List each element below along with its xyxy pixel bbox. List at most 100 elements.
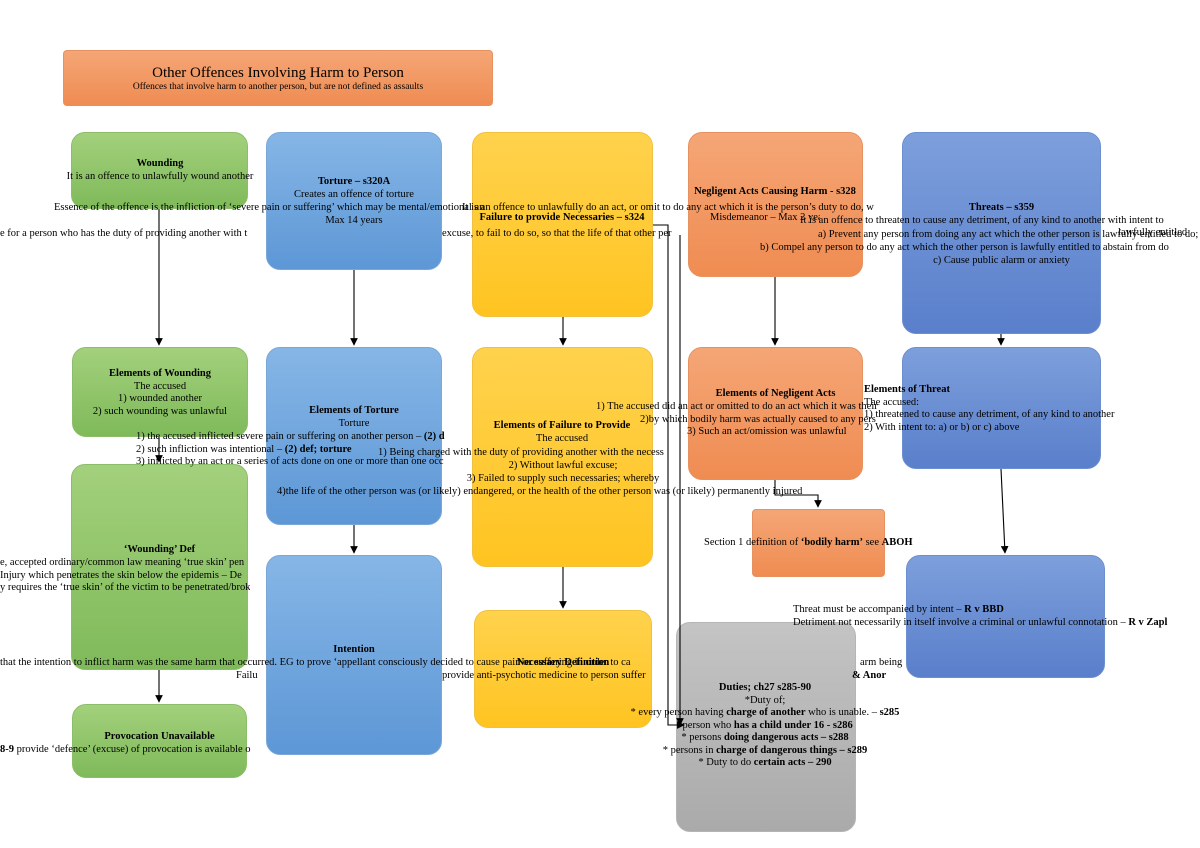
wounding-box [71,132,248,209]
duties-text: Duties; ch27 s285-90 *Duty of; * every p… [600,682,930,770]
wounding-def-lines: e, accepted ordinary/common law meaning … [0,557,250,595]
intention-l2c: & Anor [852,670,887,681]
elements-failure-top: Elements of Failure to Provide The accus… [462,420,662,445]
elements-torture-l3-ref: (2) def; torture [284,443,352,455]
failure-box [472,132,653,317]
threats-l4: c) Cause public alarm or anxiety [933,255,1070,266]
elements-torture-l1: Torture [338,417,370,429]
provocation-line: 8-9 provide ‘defence’ (excuse) of provoc… [0,744,272,757]
failure-heading: Failure to provide Necessaries – s324 [479,212,645,223]
elements-negligent-lines: 1) The accused did an act or omitted to … [596,401,896,439]
intention-l1b: arm being [860,657,903,668]
necessary-heading-wrap: Necessary Definition [474,657,652,670]
wounding-def-box [71,464,248,670]
provocation-heading-wrap: Provocation Unavailable [72,731,247,744]
elements-threat-l2: 2) With intent to: a) or b) or c) above [864,421,1020,433]
arrow-elements-intent [1000,468,1009,554]
threats-heading: Threats – s359 [968,202,1035,213]
threat-intent-l1: Threat must be accompanied by intent – [793,604,965,615]
intention-line2: Failu [236,670,268,683]
threats-heading-wrap: Threats – s359 [902,202,1101,215]
failure-intro2b-text: excuse, to fail to do so, so that the li… [442,228,672,239]
elements-negligent-l2: 2)by which bodily harm was actually caus… [640,413,876,425]
duties-l3: *person who has a child under 16 - s286 [677,719,853,731]
elements-torture-lines: 1) the accused inflicted severe pain or … [136,431,476,469]
negligent-heading-wrap: Negligent Acts Causing Harm - s328 [680,186,870,199]
wounding-def-l3: y requires the ‘true skin’ of the victim… [0,582,250,593]
duties-box [676,622,856,832]
threat-intent-case2: R v Zapl [1128,616,1168,628]
intention-l2b: provide anti-psychotic medicine to perso… [442,670,646,681]
provocation-l1: provide ‘defence’ (excuse) of provocatio… [14,744,251,755]
bodily-harm-term: ‘bodily harm’ [800,537,863,548]
torture-l3: Max 14 years [325,215,383,226]
elements-threat-heading: Elements of Threat [864,384,950,395]
elements-failure-l1: 1) Being charged with the duty of provid… [378,447,664,458]
threats-l1-wrap: It is an offence to threaten to cause an… [800,215,1200,228]
title-banner [63,50,493,106]
provocation-heading: Provocation Unavailable [104,731,215,742]
elements-wounding-l3: 2) such wounding was unlawful [92,405,228,417]
duties-l5: * persons in charge of dangerous things … [662,744,868,756]
elements-failure-box [472,347,653,567]
threats-l1: It is an offence to threaten to cause an… [800,215,1164,226]
threats-l2-wrap: a) Prevent any person from doing any act… [818,229,1200,242]
elements-threat-l0: The accused: [864,396,920,408]
elements-torture-box [266,347,442,525]
elements-failure-mid: 2) Without lawful excuse; 3) Failed to s… [440,460,686,485]
bodily-harm-ref: ABOH [881,537,913,548]
failure-intro2-text: e for a person who has the duty of provi… [0,228,248,239]
negligent-l1-wrap: Misdemeanor – Max 2 years [710,212,820,225]
intention-line2c: & Anor [852,670,892,683]
necessary-heading: Necessary Definition [516,657,610,668]
intention-box [266,555,442,755]
elements-negligent-box [688,347,863,480]
duties-l1: *Duty of; [744,694,786,706]
threats-l4-wrap: c) Cause public alarm or anxiety [902,255,1101,268]
elements-torture-heading: Elements of Torture [309,405,399,416]
intention-l2: Failu [236,670,258,681]
elements-torture-l3: 2) such infliction was intentional – [136,443,285,455]
threat-intent-case1: R v BBD [964,604,1004,615]
elements-torture-l2: 1) the accused inflicted severe pain or … [136,431,424,442]
torture-heading: Torture – s320A [317,176,391,187]
negligent-box [688,132,863,277]
wounding-line1: It is an offence to unlawfully wound ano… [66,170,254,182]
threats-l3-wrap: b) Compel any person to do any act which… [760,242,1200,255]
elements-failure-l3: 3) Failed to supply such necessaries; wh… [466,472,660,484]
threats-box [902,132,1101,334]
elements-wounding-heading: Elements of Wounding [109,368,211,379]
elements-torture-l4: 3) inflicted by an act or a series of ac… [136,456,444,467]
elements-negligent-l3: 3) Such an act/omission was unlawful [687,426,847,437]
elements-failure-l1-wrap: 1) Being charged with the duty of provid… [378,447,690,460]
duties-heading: Duties; ch27 s285-90 [718,682,812,693]
elements-torture-top: Elements of Torture Torture [266,405,442,430]
failure-intro2: e for a person who has the duty of provi… [0,228,270,241]
elements-failure-heading: Elements of Failure to Provide [493,420,631,431]
duties-l6: * Duty to do certain acts – 290 [698,757,832,768]
page-title: Other Offences Involving Harm to Person [152,65,404,81]
wounding-def-l2: Injury which penetrates the skin below t… [0,569,242,581]
threats-l2: a) Prevent any person from doing any act… [818,229,1199,240]
intention-line1: that the intention to inflict harm was t… [0,657,900,670]
provocation-section: 8-9 [0,744,14,755]
negligent-l1: Misdemeanor – Max 2 years [710,212,820,223]
threat-intent-lines: Threat must be accompanied by intent – R… [793,604,1200,629]
negligent-heading: Negligent Acts Causing Harm - s328 [694,186,856,197]
torture-top: Torture – s320A Creates an offence of to… [266,176,442,201]
intention-heading: Intention [333,644,375,655]
threat-intent-box [906,555,1105,678]
elements-wounding-l2: 1) wounded another [118,393,202,404]
wounding-text: Wounding It is an offence to unlawfully … [40,158,280,183]
elements-wounding-box [72,347,248,437]
bodily-harm-box [752,509,885,577]
elements-wounding-l1: The accused [133,380,187,392]
elements-threat-l1: 1) threatened to cause any detriment, of… [864,409,1115,420]
elements-failure-l0: The accused [535,432,589,444]
wounding-def-heading-wrap: ‘Wounding’ Def [71,544,248,557]
torture-l2: Essence of the offence is the infliction… [54,202,484,213]
elements-failure-l2: 2) Without lawful excuse; [508,460,618,471]
torture-box [266,132,442,270]
elements-wounding-text: Elements of Wounding The accused 1) woun… [60,368,260,418]
torture-max: Max 14 years [266,215,442,228]
